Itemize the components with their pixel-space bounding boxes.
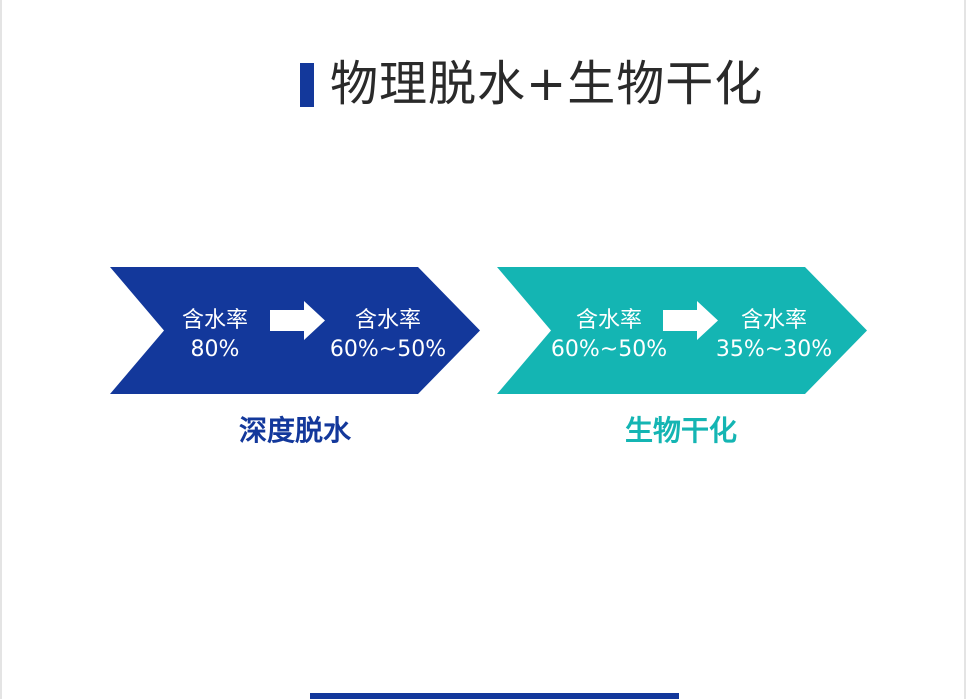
stage-2-to-value: 35%~30%	[715, 337, 833, 362]
stage-2-to: 含水率 35%~30%	[713, 306, 835, 364]
stage-2-from-label: 含水率	[575, 308, 642, 333]
stage-2-to-label: 含水率	[740, 308, 807, 333]
stage-1-to: 含水率 60%~50%	[327, 306, 449, 364]
stage-1-to-label: 含水率	[354, 308, 421, 333]
stage-2-caption: 生物干化	[624, 414, 737, 447]
stage-1-caption: 深度脱水	[238, 414, 351, 447]
stage-1-from-label: 含水率	[181, 308, 248, 333]
right-border	[964, 0, 966, 699]
left-border	[0, 0, 2, 699]
stage-1-from-value: 80%	[190, 337, 240, 362]
stage-1-to-value: 60%~50%	[329, 337, 447, 362]
page-title: 物理脱水+生物干化	[330, 56, 764, 112]
bottom-accent-bar	[310, 693, 679, 699]
stage-2-from-value: 60%~50%	[550, 337, 668, 362]
stage-1-from: 含水率 80%	[165, 306, 265, 364]
title-accent-bar	[300, 63, 314, 107]
stage-2-from: 含水率 60%~50%	[548, 306, 670, 364]
